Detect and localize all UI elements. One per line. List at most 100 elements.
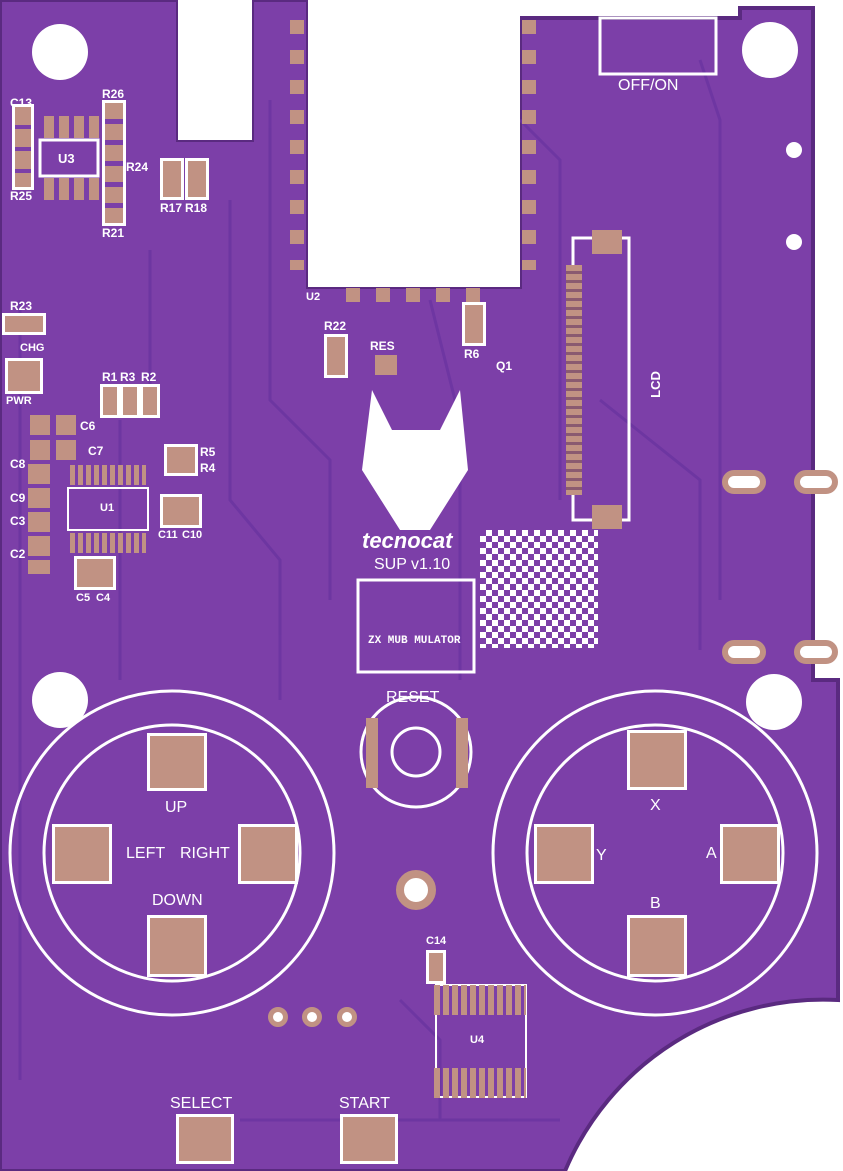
u4-pads: [434, 1068, 526, 1098]
slot-hole: [794, 470, 838, 494]
r1-r3-r2: [100, 384, 160, 418]
r23-label: R23: [10, 299, 33, 313]
u1-pads: [70, 533, 146, 553]
mounting-hole: [742, 22, 798, 78]
up-button-pad[interactable]: [147, 733, 207, 791]
c7: [30, 440, 76, 460]
a-label: A: [706, 845, 717, 862]
via-hole: [786, 142, 802, 158]
r21-label: R21: [102, 226, 125, 240]
r18: [185, 158, 209, 200]
down-label: DOWN: [152, 892, 203, 909]
lcd-pad: [592, 505, 622, 529]
c14: [426, 950, 446, 984]
c11-label: C11: [158, 529, 178, 541]
res-pad: [375, 355, 397, 375]
slot-hole: [794, 640, 838, 664]
x-label: X: [650, 797, 661, 814]
r24-label: R24: [126, 160, 149, 174]
mounting-hole: [32, 672, 88, 728]
u4-pads: [434, 985, 526, 1015]
qr-code: [480, 530, 598, 648]
c2-label: C2: [10, 547, 26, 561]
left-label: LEFT: [126, 845, 166, 862]
chg-label: CHG: [20, 342, 45, 354]
r5-r4: [164, 444, 198, 476]
u3-label: U3: [58, 151, 75, 166]
u2-pads-bottom: [346, 288, 486, 302]
zx-emulator-logo: ZX MUB MULATOR: [368, 635, 461, 647]
c13-r25: [12, 104, 34, 190]
select-button-pad[interactable]: [176, 1114, 234, 1164]
cat-logo: [362, 390, 468, 530]
r3-label: R3: [120, 370, 136, 384]
c13-label: C13: [10, 96, 33, 110]
y-button-pad[interactable]: [534, 824, 594, 884]
lcd-label: LCD: [647, 371, 663, 398]
u1-pads: [70, 465, 146, 485]
r23: [2, 313, 46, 335]
c8-c9-c3-c2: [28, 464, 50, 574]
r6: [462, 302, 486, 346]
r17: [160, 158, 184, 200]
b-button-pad[interactable]: [627, 915, 687, 977]
c3-label: C3: [10, 514, 26, 528]
r17-label: R17: [160, 201, 183, 215]
left-button-pad[interactable]: [52, 824, 112, 884]
c11-c10: [160, 494, 202, 528]
c6: [30, 415, 76, 435]
x-button-pad[interactable]: [627, 730, 687, 790]
slot-hole: [722, 640, 766, 664]
q1-label: Q1: [496, 359, 513, 373]
b-label: B: [650, 895, 661, 912]
c4-label: C4: [96, 592, 111, 604]
r18-label: R18: [185, 201, 208, 215]
down-button-pad[interactable]: [147, 915, 207, 977]
right-button-pad[interactable]: [238, 824, 298, 884]
u4-label: U4: [470, 1034, 485, 1046]
u3-pads: [44, 116, 100, 138]
r6-label: R6: [464, 347, 480, 361]
up-label: UP: [165, 799, 188, 816]
select-label: SELECT: [170, 1095, 233, 1112]
r22-label: R22: [324, 319, 347, 333]
slot-hole: [722, 470, 766, 494]
c8-label: C8: [10, 457, 26, 471]
mounting-hole: [396, 870, 436, 910]
lcd-pad: [592, 230, 622, 254]
header-pin: [302, 1007, 322, 1027]
chg-pwr-led: [5, 358, 43, 394]
c5-label: C5: [76, 592, 91, 604]
version-label: SUP v1.10: [374, 556, 451, 573]
c9-label: C9: [10, 491, 26, 505]
r1-label: R1: [102, 370, 118, 384]
reset-label: RESET: [386, 689, 440, 706]
r2-label: R2: [141, 370, 157, 384]
r22: [324, 334, 348, 378]
pwr-label: PWR: [6, 395, 32, 407]
right-label: RIGHT: [180, 845, 230, 862]
y-label: Y: [596, 847, 607, 864]
u1-label: U1: [100, 502, 115, 514]
u2-label: U2: [306, 291, 321, 303]
u2-pads-left: [290, 20, 304, 270]
c5-c4: [74, 556, 116, 590]
c6-label: C6: [80, 419, 96, 433]
r5-label: R5: [200, 445, 216, 459]
mounting-hole: [32, 24, 88, 80]
a-button-pad[interactable]: [720, 824, 780, 884]
r26-label: R26: [102, 87, 125, 101]
reset-button-pad[interactable]: [366, 718, 468, 788]
mounting-hole: [746, 674, 802, 730]
lcd-connector: [566, 265, 582, 495]
c14-label: C14: [426, 935, 447, 947]
via-hole: [786, 234, 802, 250]
r25-label: R25: [10, 189, 33, 203]
r26-r24-r21: [102, 100, 126, 226]
header-pin: [268, 1007, 288, 1027]
u2-pads-right: [522, 20, 536, 270]
start-button-pad[interactable]: [340, 1114, 398, 1164]
switch-label: OFF/ON: [618, 77, 679, 94]
header-pin: [337, 1007, 357, 1027]
